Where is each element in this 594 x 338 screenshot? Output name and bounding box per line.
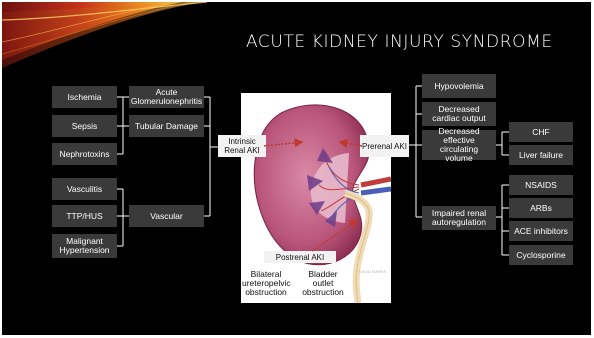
arrow-prerenal — [340, 142, 362, 146]
arrow-postrenal — [312, 220, 357, 251]
pointer-arrows — [2, 2, 591, 335]
slide: ACUTE KIDNEY INJURY SYNDROME — [2, 2, 591, 335]
arrow-intrinsic — [264, 142, 302, 146]
